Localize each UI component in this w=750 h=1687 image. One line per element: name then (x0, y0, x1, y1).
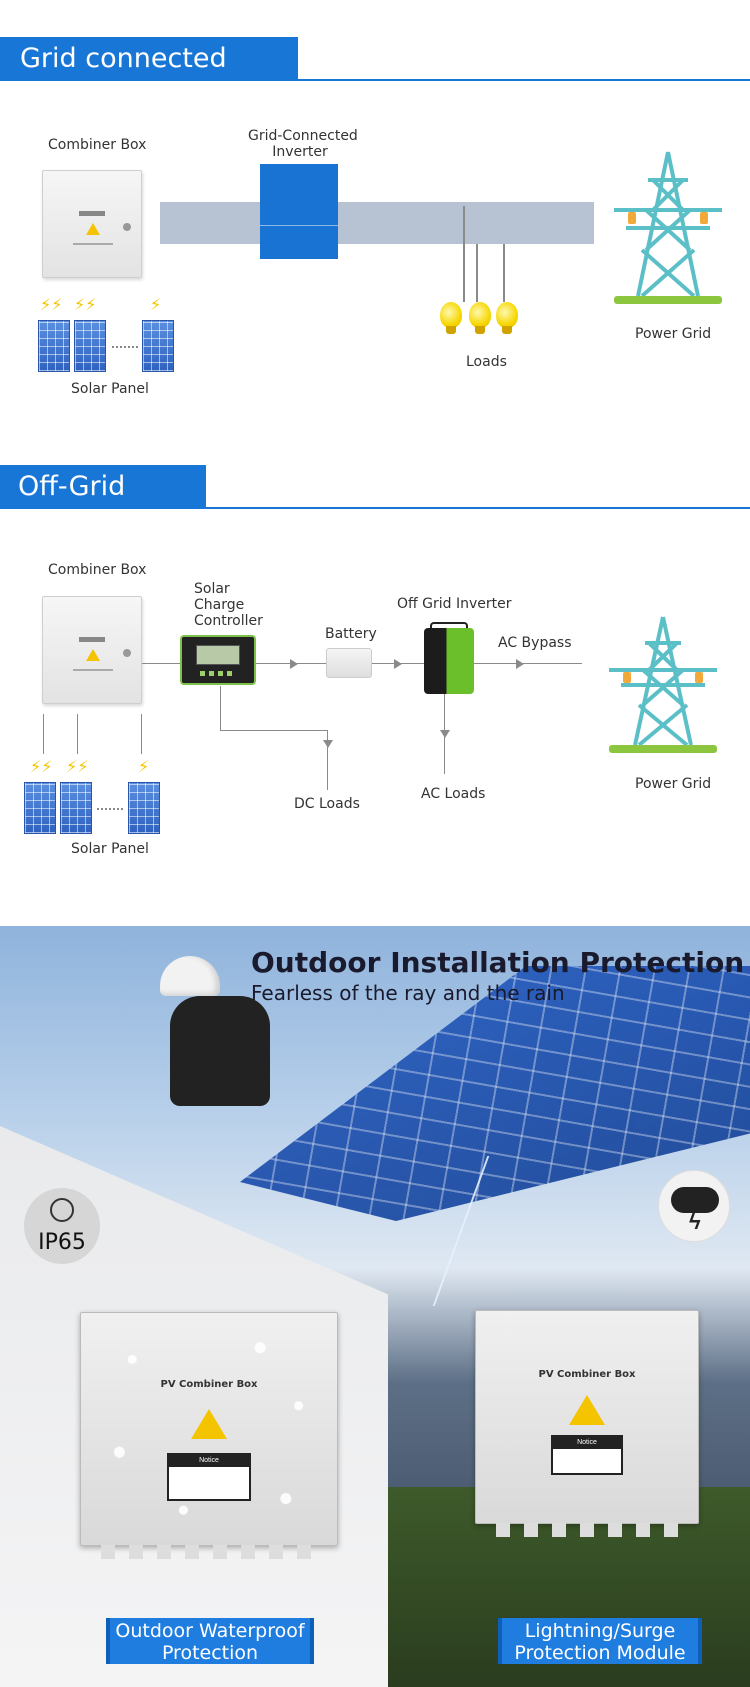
grid-connected-inverter (260, 164, 338, 259)
bulb-icon (496, 302, 518, 334)
ac-bypass-label: AC Bypass (498, 635, 572, 651)
bulb-icon (440, 302, 462, 334)
grid-inverter-label: Grid-Connected Inverter (248, 128, 358, 160)
offgrid-combiner-box (42, 596, 142, 704)
lightning-icon: ⚡⚡ (66, 759, 89, 776)
solar-panel-icon (142, 320, 174, 372)
section-divider (0, 79, 750, 81)
protection-photo-section: Outdoor Installation Protection Fearless… (0, 926, 750, 1687)
power-tower-icon (614, 151, 722, 304)
power-tower-icon (609, 616, 717, 753)
arrow-down-icon (440, 730, 450, 738)
panel-wire (77, 714, 78, 754)
loads-label: Loads (466, 354, 507, 370)
helmet-icon (160, 956, 220, 996)
dc-branch-wire (220, 686, 221, 730)
storm-cloud-badge: ϟ (658, 1170, 730, 1242)
lightning-icon: ⚡⚡ (74, 297, 97, 314)
worker-figure (150, 956, 280, 1106)
notice-label: Notice (167, 1453, 251, 1501)
battery-icon (326, 648, 372, 678)
pv-box-title: PV Combiner Box (538, 1369, 636, 1380)
grid-power-grid-label: Power Grid (635, 326, 712, 342)
offgrid-solar-label: Solar Panel (71, 841, 149, 857)
off-grid-inverter (424, 622, 474, 694)
offgrid-inverter-label: Off Grid Inverter (397, 596, 512, 612)
lightning-icon: ϟ (689, 1209, 701, 1234)
lightning-icon: ⚡⚡ (40, 297, 63, 314)
grid-connection-bar (160, 202, 594, 244)
offgrid-section-title: Off-Grid system (0, 465, 206, 546)
solar-panel-icon (38, 320, 70, 372)
ellipsis-dots (97, 808, 123, 810)
solar-panel-icon (128, 782, 160, 834)
panel-wire (43, 714, 44, 754)
solar-charge-controller (180, 635, 256, 685)
grid-section-title: Grid connected system (0, 37, 298, 118)
pv-combiner-box-wet: PV Combiner Box Notice (80, 1312, 338, 1559)
caption-surge-protection: Lightning/Surge Protection Module (498, 1618, 702, 1664)
water-drop-icon (50, 1198, 74, 1222)
dc-loads-label: DC Loads (294, 796, 360, 812)
arrow-right-icon (290, 659, 298, 669)
arrow-right-icon (394, 659, 402, 669)
lightning-icon: ⚡ (150, 297, 162, 314)
grid-combiner-box (42, 170, 142, 278)
pv-box-title: PV Combiner Box (160, 1379, 258, 1390)
pv-combiner-box-storm: PV Combiner Box Notice (475, 1310, 699, 1537)
solar-panel-icon (74, 320, 106, 372)
lightning-icon: ⚡⚡ (30, 759, 53, 776)
grid-section-header: Grid connected system (0, 37, 750, 118)
ac-loads-label: AC Loads (421, 786, 486, 802)
dc-branch-wire (327, 730, 328, 790)
panel-wire (141, 714, 142, 754)
solar-panel-icon (24, 782, 56, 834)
battery-label: Battery (325, 626, 377, 642)
arrow-down-icon (323, 740, 333, 748)
dc-branch-wire (220, 730, 328, 731)
lightning-icon: ⚡ (138, 759, 150, 776)
offgrid-combiner-label: Combiner Box (48, 562, 147, 578)
controller-label: Solar Charge Controller (194, 581, 263, 629)
ellipsis-dots (112, 346, 138, 348)
load-wire (476, 244, 478, 302)
section-divider (0, 507, 750, 509)
notice-label: Notice (551, 1435, 623, 1475)
ip65-badge: IP65 (24, 1188, 100, 1264)
offgrid-section-header: Off-Grid system (0, 465, 750, 546)
grid-combiner-label: Combiner Box (48, 137, 147, 153)
offgrid-power-grid-label: Power Grid (635, 776, 712, 792)
protection-title: Outdoor Installation Protection (251, 946, 745, 979)
solar-panel-icon (60, 782, 92, 834)
grid-solar-label: Solar Panel (71, 381, 149, 397)
arrow-right-icon (516, 659, 524, 669)
protection-subtitle: Fearless of the ray and the rain (251, 981, 565, 1005)
warning-icon (86, 649, 100, 661)
load-wire (463, 206, 465, 302)
bulb-icon (469, 302, 491, 334)
caption-waterproof: Outdoor Waterproof Protection (106, 1618, 314, 1664)
warning-icon (191, 1409, 227, 1439)
warning-icon (86, 223, 100, 235)
cloud-icon (671, 1187, 719, 1213)
load-wire (503, 244, 505, 302)
warning-icon (569, 1395, 605, 1425)
